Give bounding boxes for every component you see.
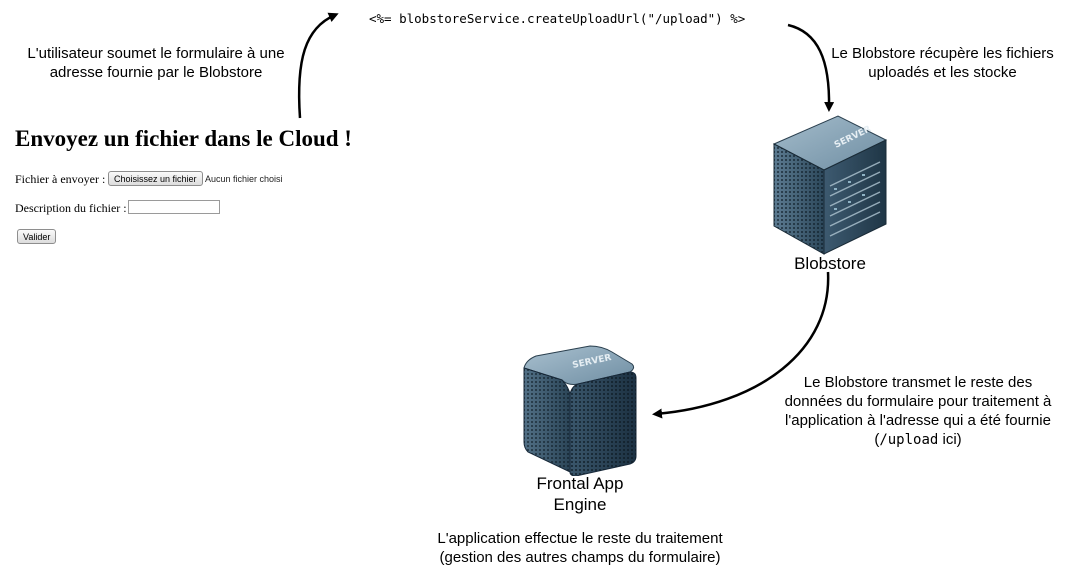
note-line: Le Blobstore transmet le reste des [803, 374, 1033, 391]
note-line: Le Blobstore récupère les fichiers [831, 45, 1054, 62]
description-label: Description du fichier : [15, 201, 127, 215]
note-user-submits: L'utilisateur soumet le formulaire à une… [10, 44, 302, 82]
form-title: Envoyez un fichier dans le Cloud ! [15, 126, 352, 151]
no-file-chosen-text: Aucun fichier choisi [205, 174, 283, 184]
note-blobstore-gets: Le Blobstore récupère les fichiers uploa… [820, 44, 1065, 82]
description-input[interactable] [128, 200, 220, 214]
frontal-server-icon: SERVER [523, 345, 637, 476]
arrow-form-to-upload-url [297, 12, 339, 119]
submit-button[interactable]: Valider [17, 229, 57, 244]
blobstore-label: Blobstore [794, 254, 866, 273]
note-line: données du formulaire pour traitement à [784, 393, 1052, 410]
choose-file-button[interactable]: Choisissez un fichier [108, 171, 203, 186]
upload-path-code: /upload [879, 432, 939, 448]
file-label: Fichier à envoyer : [15, 172, 106, 186]
note-line: (/upload ici) [770, 430, 1066, 450]
note-app-processes: L'application effectue le reste du trait… [400, 529, 760, 567]
note-line: L'utilisateur soumet le formulaire à une [27, 45, 285, 62]
note-line: L'application effectue le reste du trait… [437, 530, 723, 547]
arrow-upload-url-to-blobstore [787, 23, 835, 112]
note-suffix: ici) [938, 431, 962, 448]
frontal-label-line: Engine [553, 495, 607, 514]
note-blobstore-transmits: Le Blobstore transmet le reste des donné… [770, 373, 1066, 450]
blobstore-server-icon: SERVER [772, 115, 888, 255]
note-line: l'application à l'adresse qui a été four… [785, 412, 1051, 429]
note-line: adresse fournie par le Blobstore [49, 64, 263, 81]
note-prefix: ( [874, 431, 880, 448]
upload-url-code: <%= blobstoreService.createUploadUrl("/u… [369, 11, 746, 26]
note-line: uploadés et les stocke [868, 64, 1017, 81]
arrow-blobstore-to-frontal [652, 271, 830, 419]
frontal-label-line: Frontal App [536, 474, 624, 493]
frontal-app-engine-label: Frontal App Engine [500, 473, 660, 515]
note-line: (gestion des autres champs du formulaire… [439, 549, 721, 566]
